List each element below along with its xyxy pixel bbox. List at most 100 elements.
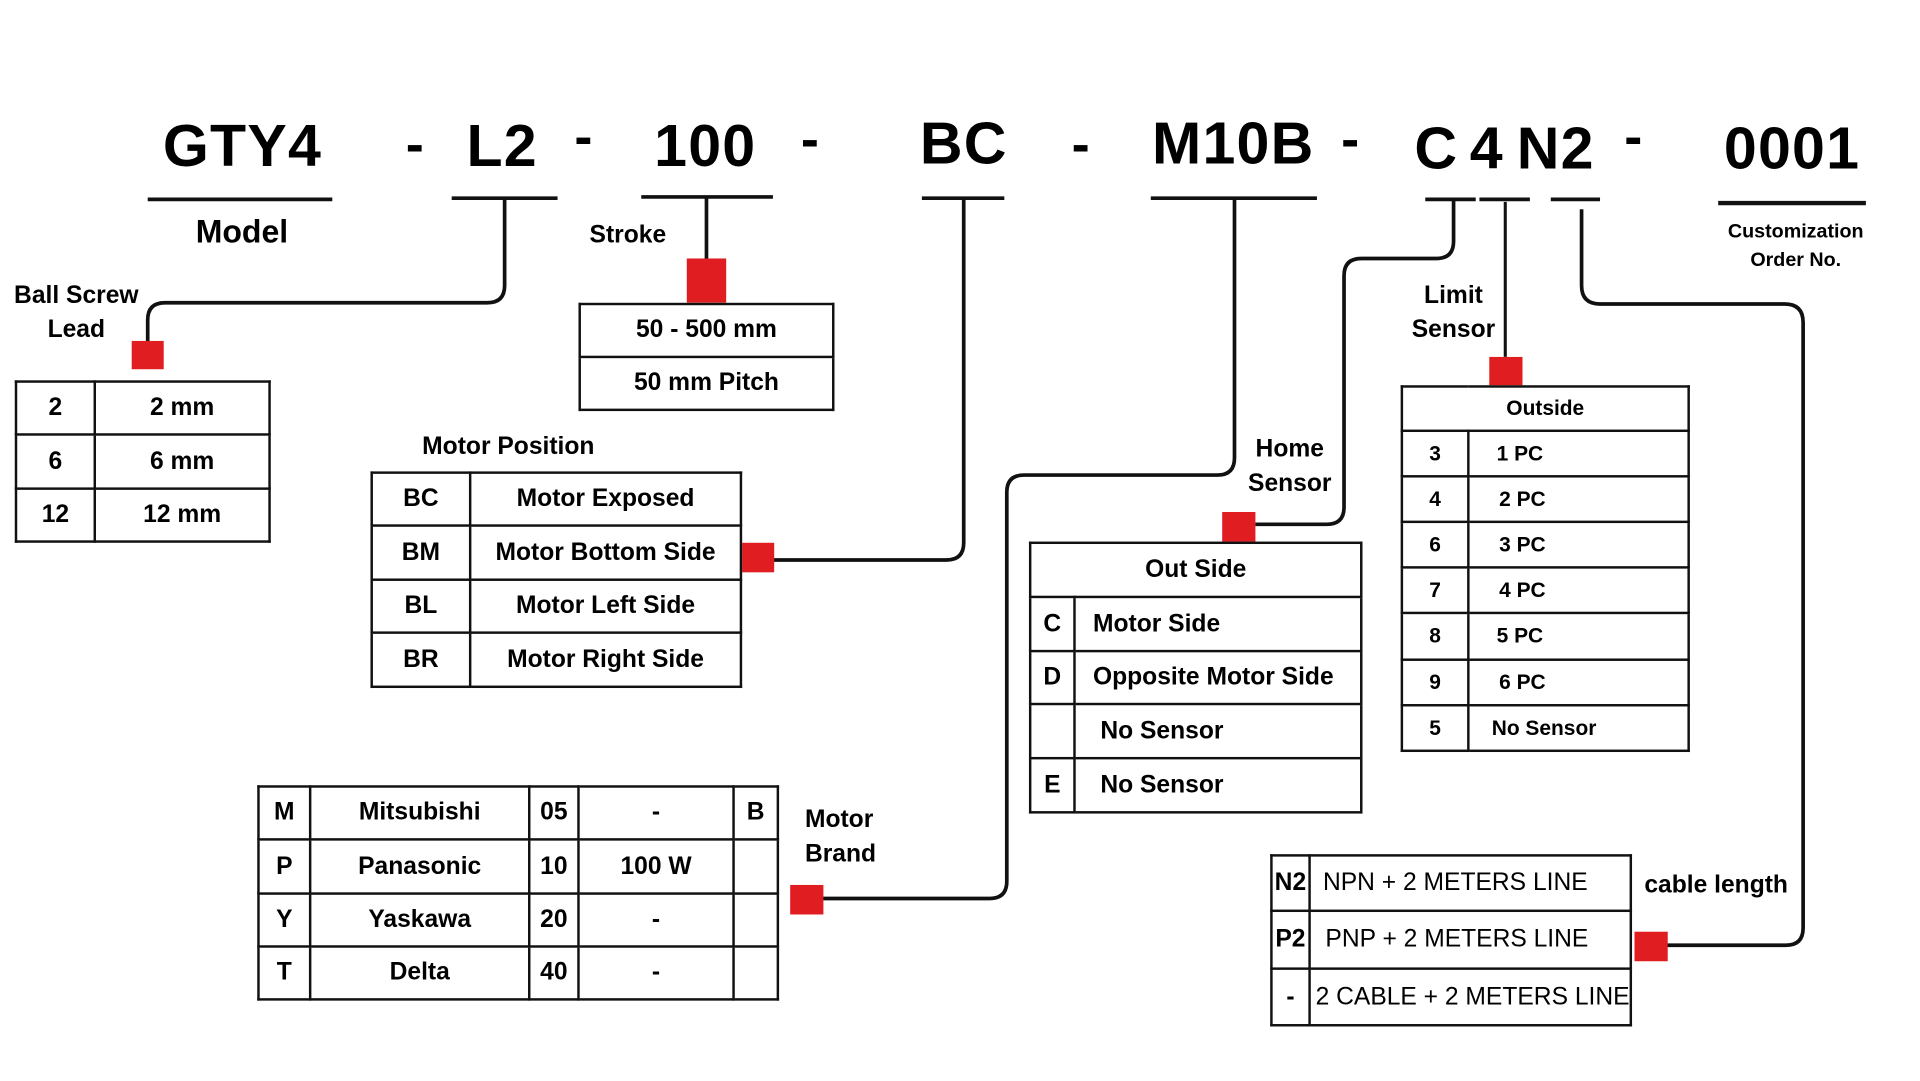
motor-position-value: Motor Bottom Side: [468, 524, 743, 581]
connector-lead: [145, 199, 507, 345]
separator: -: [405, 114, 424, 175]
brake-code: B: [732, 785, 780, 841]
table-row: 4 2 PC: [1400, 475, 1690, 524]
stroke-pitch: 50 mm Pitch: [578, 355, 835, 412]
marker-lead: [131, 340, 164, 370]
code-home-sensor: C: [1414, 116, 1459, 183]
table-row: 5 No Sensor: [1400, 704, 1690, 753]
table-row: BM Motor Bottom Side: [370, 524, 743, 581]
code-custom-order: 0001: [1723, 116, 1861, 183]
table-row: M Mitsubishi 05 - B: [257, 785, 780, 841]
connector-home-sensor: [1255, 199, 1456, 527]
label-home-sensor: Home Sensor: [1248, 432, 1331, 501]
table-row: T Delta 40 -: [257, 945, 780, 1001]
power-value: -: [577, 945, 735, 1001]
brand-code: P: [257, 838, 312, 895]
limit-sensor-value: 5 PC: [1467, 611, 1690, 661]
limit-sensor-code: 3: [1400, 429, 1470, 478]
home-sensor-value: No Sensor: [1073, 702, 1363, 760]
label-motor-brand: Motor Brand: [805, 802, 876, 871]
power-code: 40: [528, 945, 580, 1001]
separator: -: [1071, 114, 1090, 175]
label-cable-length: cable length: [1644, 871, 1788, 899]
power-code: 05: [528, 785, 580, 841]
label-line: Order No.: [1750, 249, 1842, 271]
home-sensor-header: Out Side: [1028, 541, 1363, 599]
code-motor-brand: M10B: [1152, 112, 1315, 178]
limit-sensor-value: 2 PC: [1467, 475, 1690, 524]
motor-position-value: Motor Exposed: [468, 471, 743, 527]
cable-table: N2 NPN + 2 METERS LINE P2 PNP + 2 METERS…: [1270, 854, 1633, 1027]
power-code: 20: [528, 892, 580, 948]
lead-value: 12 mm: [93, 487, 271, 543]
brake-code: [732, 892, 780, 948]
connector-motor-position: [772, 198, 966, 562]
limit-sensor-code: 9: [1400, 658, 1470, 707]
lead-table: 2 2 mm 6 6 mm 12 12 mm: [14, 380, 271, 543]
lead-code: 12: [14, 487, 97, 543]
table-row: 7 4 PC: [1400, 566, 1690, 615]
table-row: P Panasonic 10 100 W: [257, 838, 780, 895]
marker-stroke: [686, 258, 727, 303]
limit-sensor-code: 5: [1400, 704, 1470, 753]
table-row: 12 12 mm: [14, 487, 271, 543]
brand-name: Yaskawa: [308, 892, 531, 948]
table-row: BL Motor Left Side: [370, 578, 743, 634]
limit-sensor-table: Outside 3 1 PC 4 2 PC 6 3 PC 7 4 PC 8 5 …: [1400, 385, 1690, 753]
table-row: 2 2 mm: [14, 380, 271, 436]
limit-sensor-value: 3 PC: [1467, 520, 1690, 569]
brake-code: [732, 838, 780, 895]
separator: -: [1624, 107, 1643, 168]
motor-position-code: BL: [370, 578, 472, 634]
limit-sensor-code: 6: [1400, 520, 1470, 569]
table-row: 6 6 mm: [14, 433, 271, 490]
lead-code: 2: [14, 380, 97, 436]
power-value: 100 W: [577, 838, 735, 895]
table-row: Out Side: [1028, 541, 1363, 599]
code-model: GTY4: [162, 114, 323, 180]
label-stroke: Stroke: [589, 221, 667, 249]
connector-motor-brand: [822, 198, 1237, 901]
motor-position-table: BC Motor Exposed BM Motor Bottom Side BL…: [370, 471, 743, 689]
label-line: Limit: [1424, 281, 1483, 309]
label-line: Ball Screw: [14, 281, 139, 309]
label-line: Brand: [804, 840, 877, 868]
table-row: 3 1 PC: [1400, 429, 1690, 478]
code-lead: L2: [466, 114, 538, 180]
table-row: 9 6 PC: [1400, 658, 1690, 707]
home-sensor-table: Out Side C Motor Side D Opposite Motor S…: [1028, 541, 1363, 814]
limit-sensor-value: No Sensor: [1467, 704, 1690, 753]
stroke-range: 50 - 500 mm: [578, 302, 835, 359]
brand-name: Mitsubishi: [308, 785, 531, 841]
label-model: Model: [195, 212, 289, 250]
limit-sensor-value: 6 PC: [1467, 658, 1690, 707]
table-row: 50 mm Pitch: [578, 355, 835, 412]
home-sensor-code: E: [1028, 756, 1076, 814]
lead-code: 6: [14, 433, 97, 490]
brake-code: [732, 945, 780, 1001]
table-row: 6 3 PC: [1400, 520, 1690, 569]
label-line: Sensor: [1411, 316, 1496, 344]
lead-value: 6 mm: [93, 433, 271, 490]
limit-sensor-code: 7: [1400, 566, 1470, 615]
label-line: Sensor: [1248, 470, 1332, 498]
home-sensor-code: C: [1028, 595, 1076, 653]
separator: -: [1341, 109, 1360, 170]
brand-name: Delta: [308, 945, 531, 1001]
marker-home-sensor: [1222, 512, 1256, 542]
code-cable: N2: [1516, 116, 1595, 183]
label-custom-order: Customization Order No.: [1722, 218, 1870, 275]
home-sensor-value: No Sensor: [1073, 756, 1363, 814]
table-row: N2 NPN + 2 METERS LINE: [1270, 854, 1633, 913]
stroke-table: 50 - 500 mm 50 mm Pitch: [578, 302, 835, 412]
marker-limit-sensor: [1489, 356, 1523, 387]
cable-value: PNP + 2 METERS LINE: [1308, 909, 1633, 970]
table-row: Outside: [1400, 385, 1690, 433]
home-sensor-code: [1028, 702, 1076, 760]
connector-cable: [1579, 209, 1805, 948]
label-line: Motor: [804, 806, 874, 834]
label-ball-screw-lead: Ball Screw Lead: [10, 278, 143, 347]
power-code: 10: [528, 838, 580, 895]
table-row: - 2 CABLE + 2 METERS LINE: [1270, 967, 1633, 1027]
